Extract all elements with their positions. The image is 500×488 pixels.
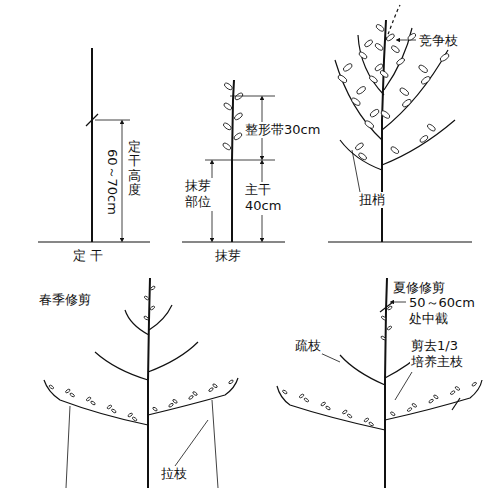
leaf (168, 403, 174, 408)
leaf (342, 63, 353, 73)
leaf (90, 401, 96, 406)
dimension-label: 主干40cm (244, 182, 284, 215)
leaf (127, 413, 133, 418)
leaf (233, 112, 243, 121)
leaf (222, 122, 232, 131)
leaf (150, 286, 156, 291)
leaf (208, 387, 214, 392)
leaf (192, 391, 198, 396)
leaf (364, 418, 370, 423)
leaf (396, 57, 406, 66)
leaf (358, 152, 368, 161)
leaf (426, 123, 436, 132)
height-dimension: 60～70cm (104, 148, 120, 216)
leaf (282, 390, 288, 395)
leaf (358, 51, 368, 60)
leaf (172, 399, 178, 404)
leaf (65, 389, 71, 394)
leaf (368, 422, 374, 427)
panel-caption: 定 干 (72, 248, 104, 264)
panel-caption: 春季修剪 (38, 292, 92, 308)
leaf (380, 336, 386, 341)
leaf (385, 33, 395, 42)
leaf (152, 407, 158, 412)
leaf (150, 306, 156, 311)
branch-label: 扭梢 (358, 192, 386, 208)
leaf (375, 23, 385, 32)
leaf (143, 316, 149, 321)
operation-label: 疏枝 (294, 338, 322, 354)
position-label: 抹芽部位 (184, 178, 214, 211)
leaf (390, 411, 396, 416)
leaf (212, 383, 218, 388)
leaf (320, 402, 326, 407)
leaf (299, 394, 305, 399)
panel-caption: 抹芽 (214, 248, 242, 264)
leaf (379, 70, 389, 79)
leaf (412, 403, 418, 408)
leaf (222, 142, 232, 151)
leaf (428, 399, 434, 404)
leaf (455, 386, 461, 391)
dimension-label: 定干高度 (127, 140, 142, 197)
leaf (223, 82, 233, 91)
leaf (390, 146, 400, 155)
leaf (401, 98, 412, 108)
operation-label: 拉枝 (160, 466, 188, 482)
leaf (420, 75, 431, 85)
leaf (368, 75, 378, 84)
leaf (69, 393, 75, 398)
leaf (107, 405, 113, 410)
leaf (407, 407, 413, 412)
leaf (387, 306, 393, 311)
leaf (337, 74, 348, 84)
branch-label: 竞争枝 (418, 33, 459, 49)
leaf (381, 316, 387, 321)
leaf (111, 409, 117, 414)
leaf (439, 53, 450, 63)
leaf (223, 102, 233, 111)
leaf (419, 134, 429, 143)
leaf (144, 296, 150, 301)
leaf (471, 382, 477, 387)
leaf (347, 414, 353, 419)
leaf (364, 39, 374, 48)
dimension-label: 整形带30cm (244, 122, 321, 138)
leaf (450, 390, 456, 395)
leaf (407, 32, 417, 41)
leaf (369, 108, 380, 118)
leaf (228, 379, 234, 384)
leaf (374, 42, 384, 51)
leaf (350, 97, 361, 107)
operation-label: 剪去1/3培养主枝 (410, 338, 470, 371)
leaf (325, 406, 331, 411)
leaf (49, 385, 55, 390)
leaf (342, 410, 348, 415)
leaf (418, 64, 429, 74)
leaf (304, 398, 310, 403)
leaf (364, 120, 375, 130)
leaf (387, 326, 393, 331)
leaf (188, 395, 194, 400)
leaf (86, 397, 92, 402)
leaf (132, 417, 138, 422)
leaf (433, 394, 439, 399)
leaf (390, 45, 400, 54)
operation-label: 50～60cm处中截 (408, 295, 478, 328)
leaf (356, 85, 367, 95)
leaf (354, 142, 364, 151)
leaf (233, 132, 243, 141)
panel-caption: 夏修修剪 (392, 280, 446, 296)
leaf (380, 110, 391, 120)
leaf (399, 87, 410, 97)
